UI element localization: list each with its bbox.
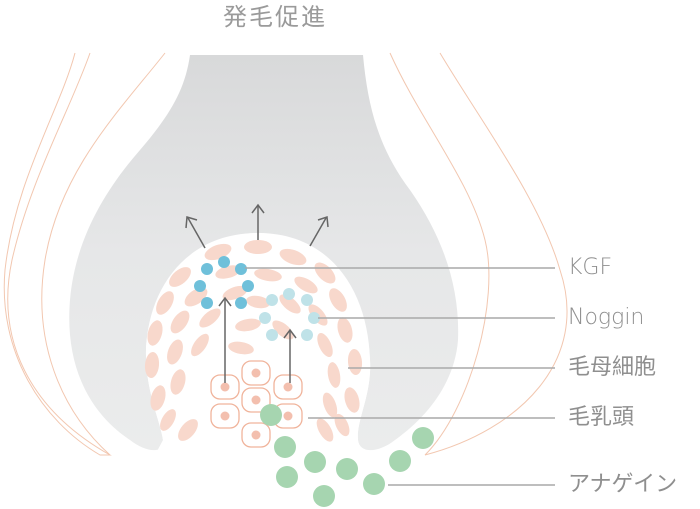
leader-lines	[245, 267, 555, 486]
kgf-dots	[194, 256, 254, 309]
right-inner-sheath-line	[389, 52, 490, 456]
diagram-title: 発毛促進	[223, 3, 327, 31]
arrow-up-right-icon	[309, 215, 329, 247]
dermal-papilla-cells	[210, 360, 303, 448]
label-kgf: KGF	[568, 255, 613, 280]
left-inner-sheath-line	[41, 52, 166, 456]
signal-arrows	[185, 203, 329, 383]
left-outer-sheath-line	[3, 52, 112, 456]
anagain-dots	[260, 404, 434, 507]
label-dermal-papilla: 毛乳頭	[568, 405, 635, 430]
arrow-up-left-icon	[185, 216, 206, 249]
arrow-papilla-to-kgf-icon	[218, 296, 232, 383]
arrow-papilla-to-noggin-icon	[283, 328, 297, 383]
label-hair-matrix-cells: 毛母細胞	[568, 355, 657, 380]
follicle-sheath-outlines	[3, 52, 568, 456]
label-anagain: アナゲイン	[568, 472, 678, 497]
hair-shaft-region	[69, 55, 459, 451]
arrow-up-icon	[251, 203, 265, 240]
right-outer-sheath-line	[424, 52, 568, 456]
noggin-dots	[259, 288, 320, 341]
label-noggin: Noggin	[568, 305, 645, 330]
papilla-nuclei	[220, 368, 293, 440]
